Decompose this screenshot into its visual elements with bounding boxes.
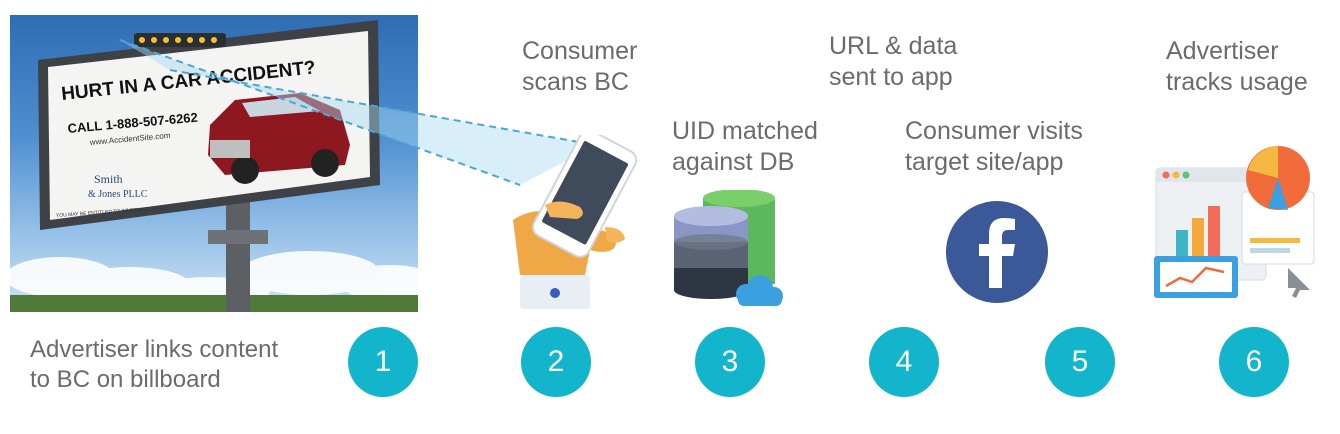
treeline — [10, 295, 418, 312]
analytics-dashboard-icon — [1154, 146, 1315, 298]
billboard-firm-line2: & Jones PLLC — [88, 189, 148, 200]
billboard-firm-line1: Smith — [94, 172, 123, 186]
cursor-icon — [1288, 268, 1310, 298]
step-5-caption: Consumer visits target site/app — [905, 117, 1083, 176]
step-3-number: 3 — [695, 327, 765, 397]
step-4-caption: URL & data sent to app — [829, 32, 958, 91]
step-2-number: 2 — [521, 327, 591, 397]
step-5-number: 5 — [1045, 327, 1115, 397]
step-1-number: 1 — [348, 327, 418, 397]
billboard-face — [48, 31, 370, 220]
facebook-icon — [946, 201, 1048, 303]
step-3-caption: UID matched against DB — [672, 117, 818, 176]
step-6-number: 6 — [1219, 327, 1289, 397]
step-6-caption: Advertiser tracks usage — [1166, 37, 1308, 96]
billboard-pole — [226, 185, 250, 312]
database-cloud-icon — [674, 190, 783, 306]
step-4-number: 4 — [869, 327, 939, 397]
billboard-photo: HURT IN A CAR ACCIDENT? CALL 1-888-507-6… — [10, 15, 418, 312]
phone-in-hand-icon — [513, 135, 638, 309]
billboard-scene: HURT IN A CAR ACCIDENT? CALL 1-888-507-6… — [10, 20, 418, 312]
wrecked-car — [208, 93, 350, 184]
step-1-caption: Advertiser links content to BC on billbo… — [30, 336, 279, 393]
step-2-caption: Consumer scans BC — [522, 37, 638, 96]
cloud-icon — [736, 275, 783, 306]
